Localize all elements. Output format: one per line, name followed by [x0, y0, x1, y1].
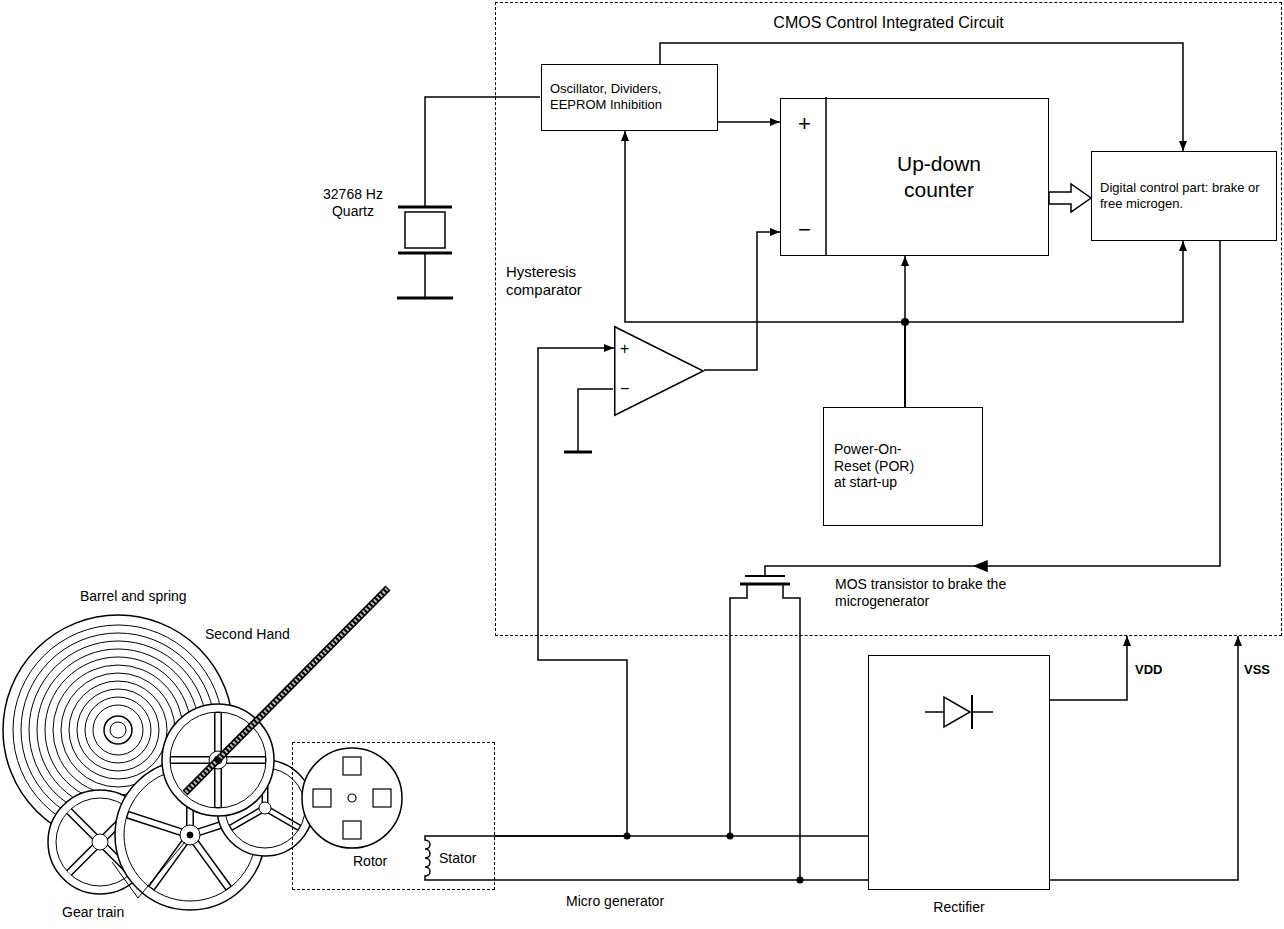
boundary-title: CMOS Control Integrated Circuit	[496, 13, 1281, 32]
node-text: Power-On-Reset (POR) at start-up	[834, 441, 924, 491]
barrel-spring	[104, 716, 132, 744]
part-label: Barrel and spring	[80, 588, 240, 605]
quartz-symbol	[424, 253, 426, 298]
leader-line	[112, 842, 185, 898]
control-box: Digital control part: brake or free micr…	[1091, 151, 1277, 241]
signal-name: VSS	[1244, 662, 1270, 678]
barrel-spring	[85, 697, 151, 763]
mos-transistor-symbol	[765, 240, 1220, 576]
barrel-spring	[77, 689, 159, 771]
supply-arrow	[1050, 636, 1127, 700]
counter-divider	[825, 97, 827, 255]
quartz-symbol	[397, 297, 453, 300]
signal-arrow	[704, 232, 780, 370]
reset-box: Power-On-Reset (POR) at start-up	[823, 407, 983, 526]
junction-dot	[797, 877, 804, 884]
block-heading: Micro generator	[566, 893, 696, 910]
seconds-wheel	[170, 756, 266, 764]
connector-group	[495, 43, 1238, 880]
rotor-symbol	[313, 789, 331, 807]
reset-arrow	[905, 241, 1183, 407]
power-wire	[495, 879, 868, 881]
supply-arrow	[1050, 636, 1238, 880]
part-label: Gear train	[62, 904, 162, 921]
part-label: Stator	[439, 850, 489, 867]
ground-wire	[578, 389, 613, 452]
second-hand	[185, 588, 388, 793]
seconds-wheel	[171, 758, 265, 763]
gear-wheel	[180, 825, 200, 845]
second-hand	[185, 588, 388, 793]
mos-transistor-symbol	[745, 575, 785, 577]
input-sign: +	[620, 339, 640, 358]
barrel-spring	[110, 722, 126, 738]
node-text: Oscillator, Dividers, EEPROM Inhibition	[550, 81, 665, 112]
part-label: MOS transistor to brake the microgenerat…	[835, 576, 1035, 610]
gear-wheel	[259, 802, 271, 814]
signal-arrow	[660, 43, 1183, 151]
second-hand	[186, 589, 387, 792]
node-text: Up-down counter	[879, 151, 999, 201]
part-label: Rotor	[353, 853, 403, 870]
node-text: Digital control part: brake or free micr…	[1100, 180, 1270, 211]
counter-divider	[825, 97, 827, 255]
mos-transistor-symbol	[975, 561, 987, 571]
rotor-symbol	[302, 748, 402, 848]
quartz-symbol	[405, 212, 445, 248]
rotor-symbol	[373, 789, 391, 807]
counter-box: + − Up-down counter	[780, 98, 1049, 256]
ic-boundary: Oscillator, Dividers, EEPROM Inhibition +…	[495, 2, 1282, 636]
seconds-wheel	[216, 713, 221, 807]
rotor-symbol	[343, 821, 361, 839]
comparator-outline	[615, 327, 704, 416]
rotor-symbol	[348, 794, 356, 802]
mos-transistor-symbol	[730, 240, 1220, 880]
quartz-symbol	[425, 97, 540, 207]
generator-boundary: RotorStatorMicro generator	[292, 742, 495, 890]
diode-symbol	[925, 711, 944, 713]
input-sign: +	[781, 111, 828, 137]
input-sign: −	[781, 217, 828, 243]
block-heading: Rectifier	[869, 899, 1049, 916]
gear-wheel	[92, 834, 108, 850]
signal-arrow	[718, 121, 780, 123]
diode-symbol	[972, 711, 993, 713]
junction-dot	[901, 318, 909, 326]
diode-symbol	[944, 697, 970, 727]
second-hand	[215, 757, 221, 763]
block-heading: Hysteresis comparator	[506, 263, 616, 299]
ground-wire	[564, 389, 613, 452]
comparator-triangle: Hysteresis comparator+−	[614, 326, 704, 416]
sense-wire	[495, 348, 627, 836]
diode-symbol	[925, 695, 993, 729]
rotor-symbol	[343, 757, 361, 775]
rectifier-box: Rectifier	[868, 655, 1050, 890]
mos-transistor-symbol	[730, 584, 747, 836]
bus-arrow	[1049, 184, 1091, 212]
ground-wire	[564, 451, 592, 454]
junction-dot	[727, 833, 734, 840]
rotor-symbol	[302, 748, 402, 848]
comparator-outline	[614, 326, 704, 416]
leader-line	[138, 842, 185, 898]
barrel-spring	[93, 705, 143, 755]
barrel-spring	[69, 681, 167, 779]
signal-name: VDD	[1135, 662, 1162, 678]
stator-coil	[425, 836, 495, 880]
seconds-wheel	[214, 712, 222, 808]
gear-wheel	[187, 832, 193, 838]
stator-coil	[425, 836, 495, 880]
oscillator-box: Oscillator, Dividers, EEPROM Inhibition	[541, 64, 718, 131]
power-wire	[495, 835, 868, 837]
part-label: Second Hand	[205, 626, 315, 643]
leader-line	[112, 862, 138, 898]
part-label: 32768 Hz Quartz	[312, 186, 394, 220]
junction-dot	[624, 833, 631, 840]
input-sign: −	[620, 379, 640, 398]
quartz-symbol	[398, 206, 452, 209]
